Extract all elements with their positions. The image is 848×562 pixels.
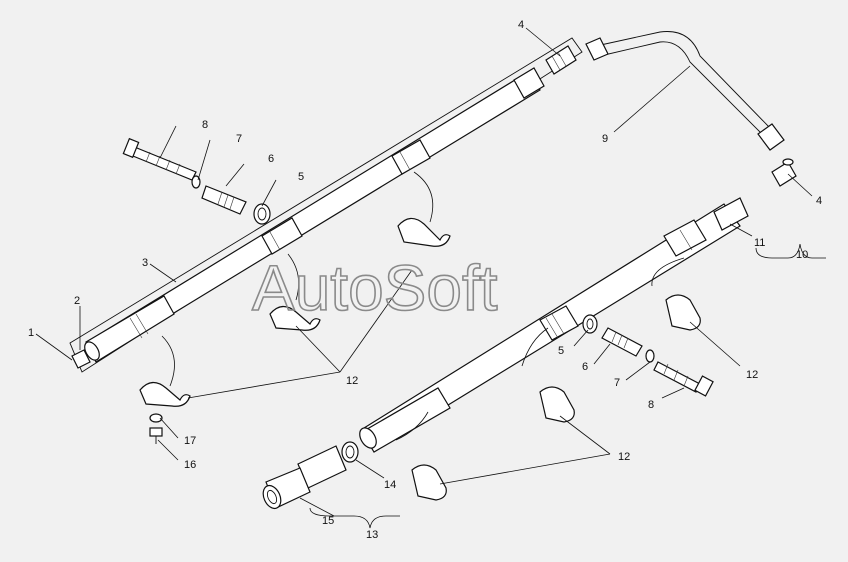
- ring-5-lower: [582, 314, 598, 334]
- callout-12-right: 12: [746, 369, 758, 381]
- watermark-text: AutoSoft: [252, 252, 498, 324]
- callout-7-upper: 7: [236, 133, 242, 145]
- callout-2: 2: [74, 295, 80, 307]
- callout-1: 1: [28, 327, 34, 339]
- callout-7-lower: 7: [614, 377, 620, 389]
- fitting-6-lower: [601, 327, 643, 357]
- upper-rod-assembly: [69, 37, 583, 373]
- upper-rod-sleeve-2: [261, 217, 303, 255]
- connecting-pipe: [585, 31, 797, 187]
- washer-7-lower: [645, 349, 655, 363]
- ring-14: [341, 441, 359, 463]
- lower-rod-assembly: [359, 197, 749, 453]
- pipe-fitting-top: [585, 37, 609, 61]
- bracket-lower-left: [411, 464, 447, 501]
- brackets: [139, 171, 701, 501]
- fitting-6-upper: [201, 185, 247, 215]
- callout-4-top: 4: [518, 19, 524, 31]
- right-fastener-set: [582, 314, 714, 397]
- callout-8-upper: 8: [202, 119, 208, 131]
- callout-13: 13: [366, 529, 378, 541]
- callout-labels: 1 2 3 4 4 5 5 6 6 7 7 8 8 9 10 11 12 12 …: [28, 19, 822, 541]
- callout-4-right: 4: [816, 195, 822, 207]
- leader-lines: [35, 27, 826, 529]
- callout-15: 15: [322, 515, 334, 527]
- callout-11: 11: [754, 237, 765, 249]
- ring-5-upper: [253, 203, 271, 225]
- pipe-fitting-bottom: [757, 123, 785, 151]
- callout-5-upper: 5: [298, 171, 304, 183]
- callout-9: 9: [602, 133, 608, 145]
- upper-rod-sleeve-3: [391, 139, 431, 175]
- left-fastener-set: [122, 137, 271, 225]
- bracket-upper-mid: [269, 305, 321, 331]
- bracket-left: [139, 381, 191, 407]
- screw-set: [149, 413, 163, 444]
- lower-rod-sleeve-2: [539, 305, 579, 341]
- screw-16-head: [149, 427, 163, 437]
- callout-12-left: 12: [346, 375, 358, 387]
- callout-17: 17: [184, 435, 196, 447]
- bracket-lower-right: [665, 294, 701, 331]
- bolt-8-lower: [653, 361, 701, 393]
- callout-14: 14: [384, 479, 396, 491]
- callout-10: 10: [796, 249, 808, 261]
- callout-3: 3: [142, 257, 148, 269]
- callout-6-lower: 6: [582, 361, 588, 373]
- callout-12-bottom: 12: [618, 451, 630, 463]
- bracket-lower-mid: [539, 386, 575, 423]
- callout-8-lower: 8: [648, 399, 654, 411]
- callout-6-upper: 6: [268, 153, 274, 165]
- bolt-8-upper: [127, 145, 197, 181]
- upper-nut: [545, 45, 577, 75]
- bracket-upper-right: [397, 217, 451, 247]
- lower-rod-end: [713, 197, 749, 231]
- upper-rod-end: [84, 341, 100, 361]
- upper-rod-sleeve-4: [513, 67, 545, 99]
- coupling-assembly: [262, 441, 359, 510]
- lower-nut-4: [771, 161, 797, 187]
- callout-5-lower: 5: [558, 345, 564, 357]
- end-cap: [71, 349, 91, 369]
- callout-16: 16: [184, 459, 196, 471]
- washer-17: [149, 413, 163, 423]
- washer-4: [782, 158, 794, 166]
